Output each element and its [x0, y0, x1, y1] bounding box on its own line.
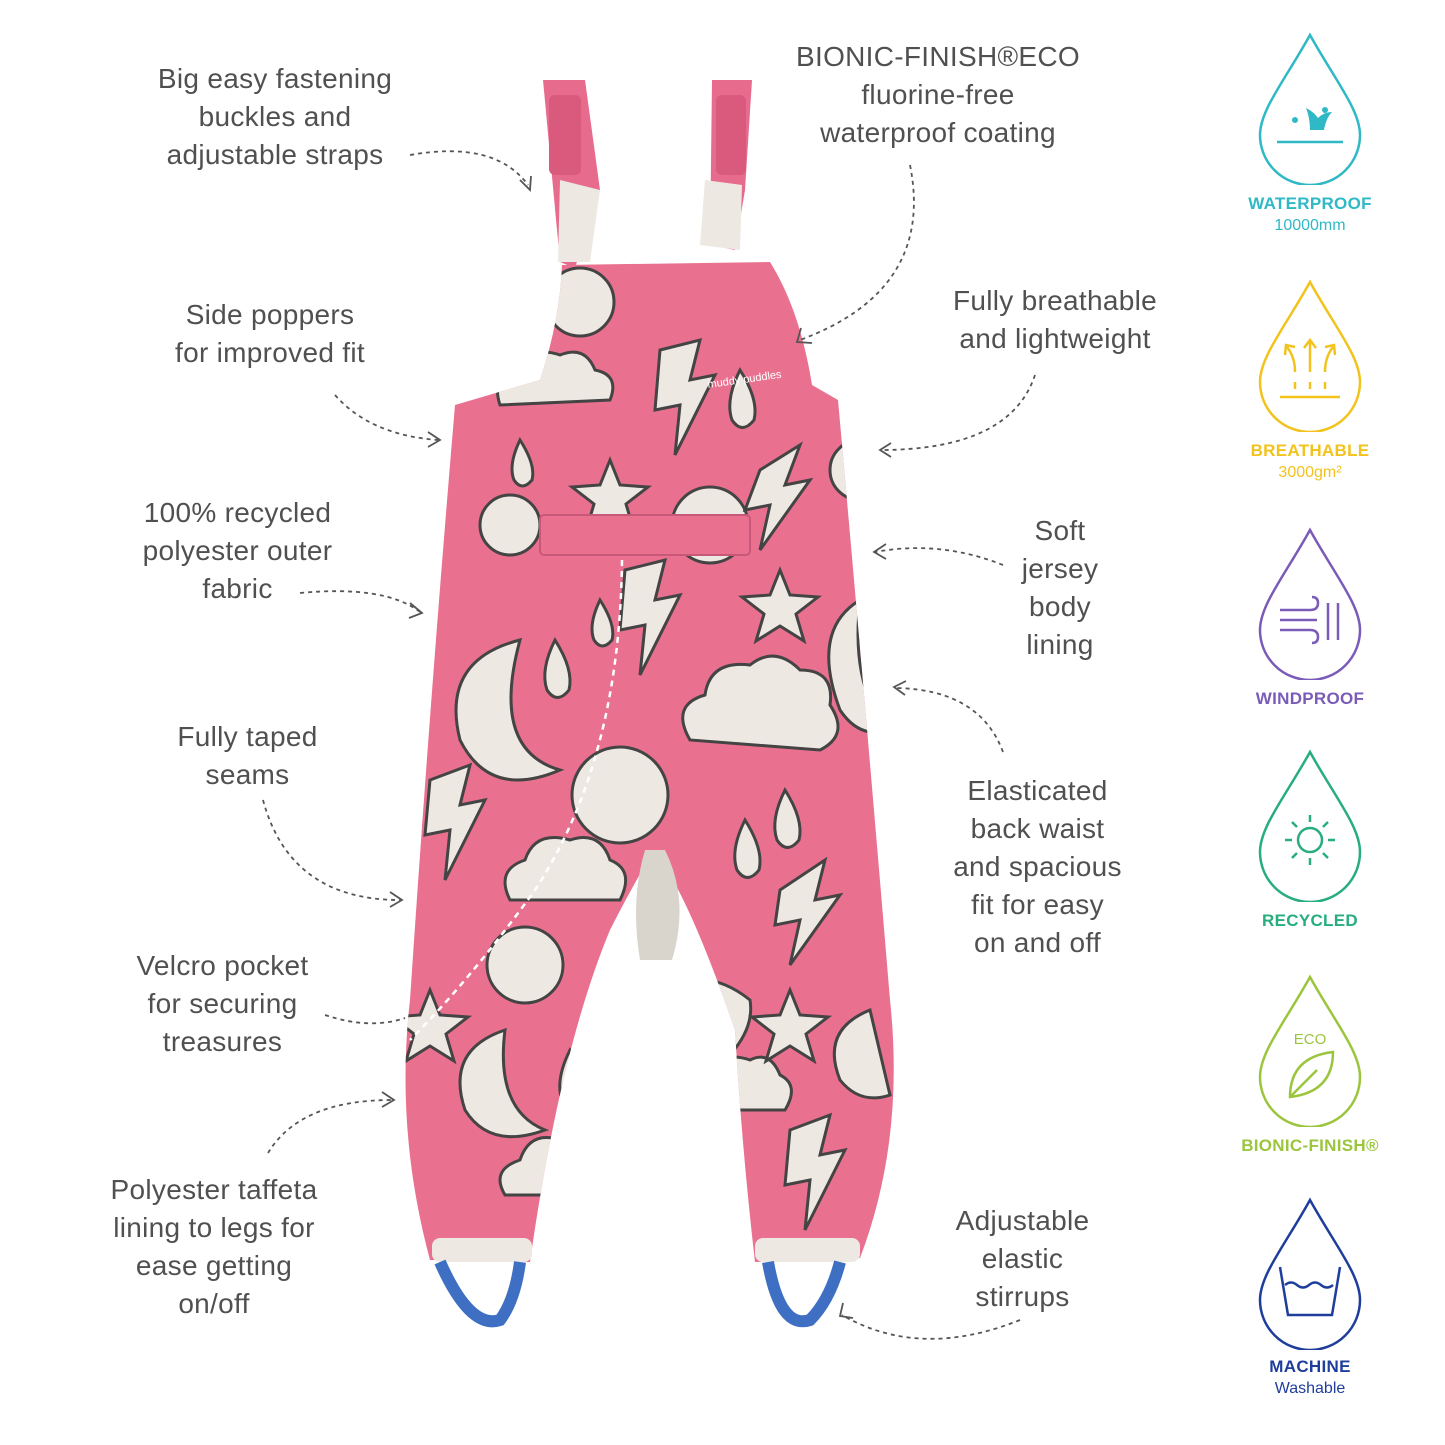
badge-waterproof-title: WATERPROOF	[1248, 194, 1372, 213]
badge-recycled-title: RECYCLED	[1262, 911, 1358, 930]
callout-taped-seams: Fully taped seams	[177, 721, 318, 790]
badge-windproof-title: WINDPROOF	[1255, 689, 1365, 708]
badge-breathable-title: BREATHABLE	[1250, 441, 1370, 460]
feature-badges: WATERPROOF 10000mm BREATHABLE 3000gm²	[1215, 0, 1405, 1445]
callout-elastic-waist: Elasticated back waist and spacious fit …	[953, 775, 1122, 958]
callout-breathable: Fully breathable and lightweight	[952, 285, 1158, 354]
badge-breathable-subtitle: 3000gm²	[1278, 464, 1342, 481]
callout-side-poppers: Side poppers for improved fit	[175, 299, 365, 368]
callout-jersey-lining: Soft jersey body lining	[1021, 515, 1099, 660]
badge-bionic-finish: ECO BIONIC-FINISH®	[1215, 972, 1405, 1157]
callout-buckles: Big easy fastening buckles and adjustabl…	[157, 63, 393, 170]
breathable-arrows-icon	[1258, 279, 1362, 432]
badge-waterproof-subtitle: 10000mm	[1274, 217, 1346, 234]
eco-label: ECO	[1294, 1031, 1327, 1048]
wind-icon	[1258, 527, 1362, 680]
badge-machine-subtitle: Washable	[1274, 1380, 1346, 1397]
water-splash-icon	[1258, 32, 1362, 185]
sun-recycle-icon	[1258, 749, 1362, 902]
callout-taffeta-lining: Polyester taffeta lining to legs for eas…	[110, 1174, 318, 1319]
badge-recycled: RECYCLED	[1215, 747, 1405, 932]
callout-recycled-fabric: 100% recycled polyester outer fabric	[142, 497, 333, 604]
callout-bionic-finish: BIONIC-FINISH®ECO fluorine-free waterpro…	[796, 41, 1080, 148]
callout-stirrups: Adjustable elastic stirrups	[955, 1205, 1090, 1312]
badge-machine-title: MACHINE	[1269, 1357, 1351, 1376]
callout-velcro-pocket: Velcro pocket for securing treasures	[136, 950, 309, 1057]
badge-bionic-finish-title: BIONIC-FINISH®	[1241, 1136, 1379, 1155]
badge-waterproof: WATERPROOF 10000mm	[1215, 30, 1405, 237]
badge-windproof: WINDPROOF	[1215, 525, 1405, 710]
wash-basin-icon	[1258, 1197, 1362, 1350]
badge-machine-washable: MACHINE Washable	[1215, 1195, 1405, 1400]
shoulder-straps	[543, 80, 752, 268]
leaf-icon: ECO	[1258, 974, 1362, 1127]
badge-breathable: BREATHABLE 3000gm²	[1215, 277, 1405, 484]
